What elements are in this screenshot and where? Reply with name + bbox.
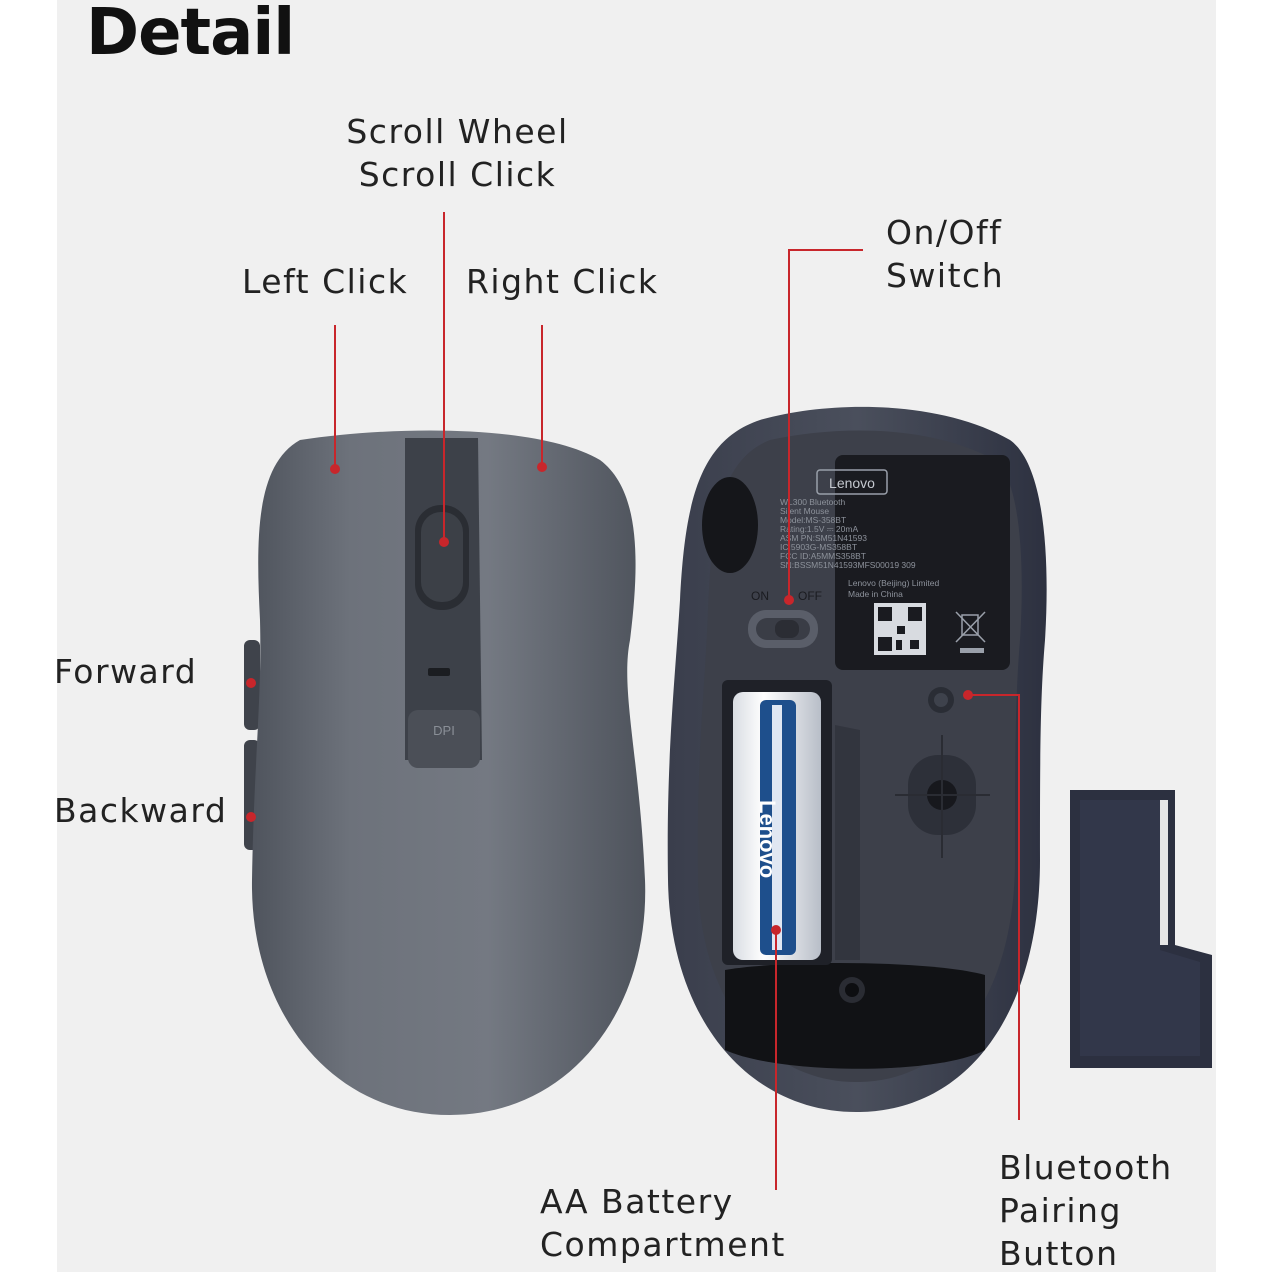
callout-dot-battery (771, 925, 781, 935)
label-bluetooth-pairing: Bluetooth Pairing Button (999, 1146, 1173, 1275)
callout-line-bluetooth-v (1018, 694, 1020, 1120)
callout-dot-bluetooth (963, 690, 973, 700)
label-scroll-wheel: Scroll Wheel Scroll Click (330, 110, 585, 196)
label-on-off-switch: On/Off Switch (886, 211, 1004, 297)
mouse-top-view: DPI (244, 430, 646, 1115)
label-forward: Forward (54, 652, 198, 691)
spec-line: Silent Mouse (780, 506, 829, 516)
svg-text:OFF: OFF (798, 589, 822, 603)
spec-line: Rating:1.5V ⎓ 20mA (780, 524, 858, 534)
svg-text:DPI: DPI (433, 723, 455, 738)
qr-code (874, 603, 926, 655)
spec-line: SN:BSSM51N41593MFS00019 309 (780, 560, 916, 570)
dpi-button (408, 710, 480, 768)
callout-line-scroll (443, 212, 445, 542)
spec-line: FCC ID:A5MMS358BT (780, 551, 866, 561)
label-bluetooth-line2: Pairing (999, 1191, 1122, 1230)
battery-cover-piece (1070, 790, 1212, 1068)
label-left-click: Left Click (242, 262, 409, 301)
label-battery-line1: AA Battery (540, 1182, 734, 1221)
label-backward: Backward (54, 791, 228, 830)
mouse-top-shell (251, 430, 646, 1115)
svg-text:Lenovo (Beijing) Limited: Lenovo (Beijing) Limited (848, 578, 939, 588)
callout-dot-scroll (439, 537, 449, 547)
svg-text:Made in China: Made in China (848, 589, 903, 599)
skate-bottom (725, 963, 985, 1069)
callout-dot-right-click (537, 462, 547, 472)
label-scroll-wheel-line1: Scroll Wheel (346, 112, 569, 151)
callout-dot-forward (246, 678, 256, 688)
spec-line: ASM PN:SM51N41593 (780, 533, 867, 543)
label-on-off-line1: On/Off (886, 213, 1003, 252)
label-right-click: Right Click (466, 262, 659, 301)
label-aa-battery: AA Battery Compartment (540, 1180, 786, 1266)
svg-text:Lenovo: Lenovo (755, 800, 780, 878)
skate-top-left (702, 477, 758, 573)
callout-line-battery (775, 930, 777, 1190)
callout-line-on-off-v (788, 249, 790, 599)
label-scroll-click-line2: Scroll Click (358, 155, 557, 194)
callout-line-bluetooth-h (968, 694, 1020, 696)
callout-dot-left-click (330, 464, 340, 474)
brand-badge: Lenovo (829, 475, 875, 491)
callout-line-left-click (334, 325, 336, 468)
callout-dot-on-off (784, 595, 794, 605)
spec-line: Model:MS-358BT (780, 515, 846, 525)
spec-line: IC:5903G-MS358BT (780, 542, 857, 552)
page-title: Detail (86, 0, 295, 70)
led-indicator (428, 668, 450, 676)
callout-line-right-click (541, 325, 543, 468)
label-bluetooth-line1: Bluetooth (999, 1148, 1173, 1187)
label-battery-line2: Compartment (540, 1225, 786, 1264)
svg-text:ON: ON (751, 589, 769, 603)
label-bluetooth-line3: Button (999, 1234, 1119, 1273)
spec-line: WL300 Bluetooth (780, 497, 845, 507)
label-on-off-line2: Switch (886, 256, 1005, 295)
recycle-bin-icon (955, 611, 986, 653)
callout-dot-backward (246, 812, 256, 822)
callout-line-on-off-h (788, 249, 863, 251)
